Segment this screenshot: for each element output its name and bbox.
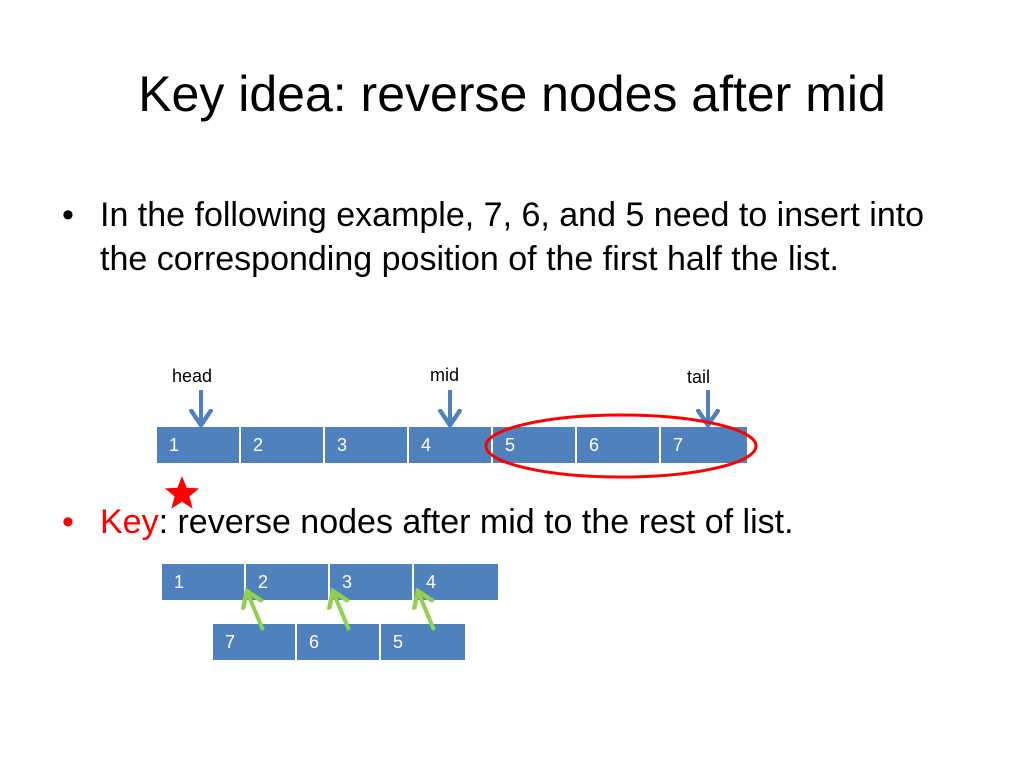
tail-label: tail xyxy=(687,367,711,387)
list-node: 1 xyxy=(162,564,246,600)
highlight-ellipse xyxy=(484,413,758,479)
insert-arrow-5-icon xyxy=(419,594,436,631)
key-description: : reverse nodes after mid to the rest of… xyxy=(158,503,794,541)
list-node: 3 xyxy=(325,427,409,463)
list-node: 4 xyxy=(409,427,493,463)
bullet-marker: • xyxy=(62,196,74,234)
bullet-text: In the following example, 7, 6, and 5 ne… xyxy=(100,196,925,279)
reversed-list: 7 6 5 xyxy=(213,624,465,660)
list-node: 6 xyxy=(297,624,381,660)
insert-arrow-7-icon xyxy=(248,594,265,631)
list-node: 6 xyxy=(577,427,661,463)
list-node: 4 xyxy=(414,564,498,600)
list-node: 7 xyxy=(213,624,297,660)
bullet-marker: • xyxy=(62,503,74,541)
bullet-text: Key: reverse nodes after mid to the rest… xyxy=(100,500,794,544)
list-node: 5 xyxy=(493,427,577,463)
key-word: Key xyxy=(100,503,159,541)
head-label: head xyxy=(172,366,213,386)
list-node: 2 xyxy=(241,427,325,463)
full-linked-list: 1 2 3 4 5 6 7 xyxy=(157,427,747,463)
slide-title: Key idea: reverse nodes after mid xyxy=(138,66,886,122)
list-node: 7 xyxy=(661,427,747,463)
list-node: 1 xyxy=(157,427,241,463)
mid-label: mid xyxy=(430,365,460,385)
list-node: 5 xyxy=(381,624,465,660)
insert-arrow-6-icon xyxy=(334,594,351,631)
star-icon xyxy=(164,476,200,509)
